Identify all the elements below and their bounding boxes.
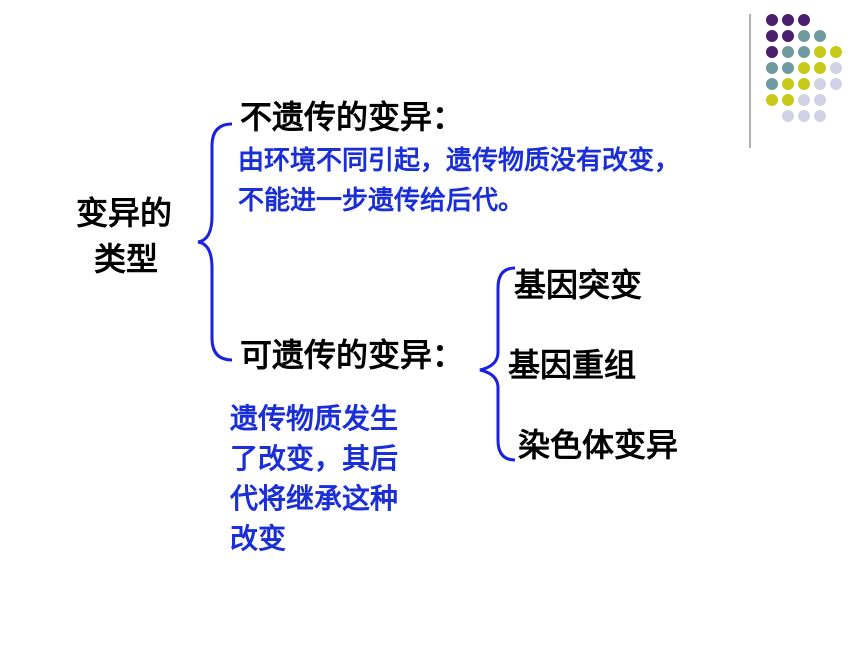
decor-dot [782, 14, 794, 26]
decor-dot [814, 94, 826, 106]
decor-dot [814, 78, 826, 90]
non-heritable-desc-line1: 由环境不同引起，遗传物质没有改变， [238, 146, 681, 176]
heritable-desc-line1: 遗传物质发生 [230, 402, 399, 435]
heritable-desc-line3: 代将继承这种 [230, 482, 399, 515]
decor-dot [798, 94, 810, 106]
heritable-title: 可遗传的变异： [240, 336, 465, 374]
decor-dot [830, 46, 842, 58]
decor-dot [782, 78, 794, 90]
heritable-desc-line4: 改变 [230, 522, 287, 555]
sub-bracket [479, 266, 516, 462]
decor-dot [798, 62, 810, 74]
non-heritable-desc-line2: 不能进一步遗传给后代。 [238, 186, 525, 216]
type-gene-recombination: 基因重组 [508, 346, 637, 384]
decor-dot [798, 46, 810, 58]
decor-dot [814, 46, 826, 58]
type-gene-mutation: 基因突变 [514, 266, 643, 304]
decor-dot [830, 78, 842, 90]
decor-dot [766, 94, 778, 106]
decor-dot [798, 14, 810, 26]
decor-dot [814, 30, 826, 42]
decor-dot [782, 62, 794, 74]
decor-dot [798, 30, 810, 42]
non-heritable-title: 不遗传的变异： [240, 98, 465, 136]
decor-dot [766, 14, 778, 26]
main-bracket [197, 122, 233, 362]
decor-dot [766, 46, 778, 58]
decor-dot [782, 94, 794, 106]
decor-dot [766, 30, 778, 42]
decor-dot [814, 110, 826, 122]
decor-dot [814, 62, 826, 74]
root-label-line1: 变异的 [76, 194, 173, 232]
heritable-desc-line2: 了改变，其后 [230, 442, 399, 475]
decor-dot [798, 110, 810, 122]
root-label-line2: 类型 [94, 240, 159, 278]
decor-dot [782, 46, 794, 58]
decor-dot [766, 62, 778, 74]
type-chromosome-variation: 染色体变异 [518, 426, 679, 464]
decor-dot [766, 78, 778, 90]
decor-dot [830, 62, 842, 74]
decor-dot [798, 78, 810, 90]
decor-dot [782, 110, 794, 122]
decor-dot [782, 30, 794, 42]
